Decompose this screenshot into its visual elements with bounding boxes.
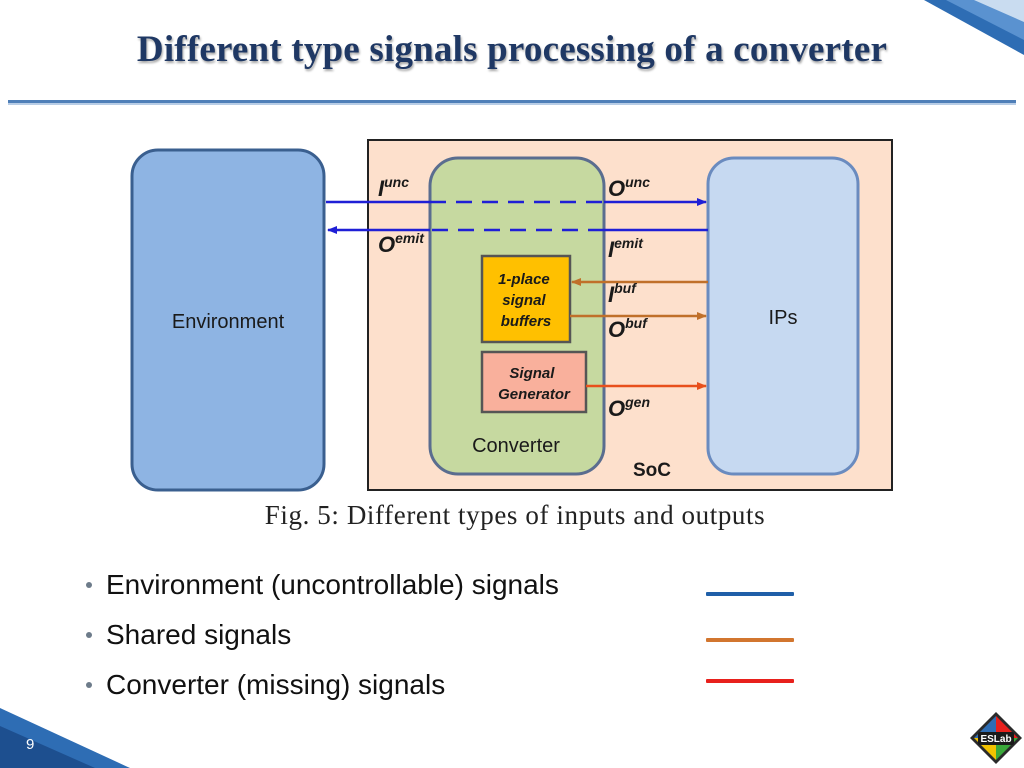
i-buf-label: Ibuf xyxy=(608,280,637,307)
i-unc-label: Iunc xyxy=(378,174,409,201)
i-emit-sup: emit xyxy=(614,235,644,251)
generator-label: Signal Generator xyxy=(498,365,571,403)
buffer-label-line-1: 1-place xyxy=(498,271,550,288)
bullet-text: Converter (missing) signals xyxy=(106,669,446,700)
buffer-label-line-2: signal xyxy=(502,292,546,309)
o-emit-base: O xyxy=(378,232,395,257)
bullet-text: Environment (uncontrollable) signals xyxy=(106,569,559,600)
generator-box xyxy=(480,350,588,414)
buffer-label: 1-place signal buffers xyxy=(498,271,554,330)
o-emit-label: Oemit xyxy=(378,230,425,257)
legend-line-environment xyxy=(706,592,794,596)
bullet-list: Environment (uncontrollable) signals Sha… xyxy=(86,564,559,714)
o-gen-label: Ogen xyxy=(608,394,650,421)
o-gen-base: O xyxy=(608,396,625,421)
o-buf-base: O xyxy=(608,317,625,342)
slide-title: Different type signals processing of a c… xyxy=(136,29,888,70)
figure-caption: Fig. 5: Different types of inputs and ou… xyxy=(264,500,766,530)
i-unc-base: I xyxy=(378,176,385,201)
legend-line-shared xyxy=(706,638,794,642)
bullet-item-converter: Converter (missing) signals xyxy=(86,664,559,714)
o-unc-label: Ounc xyxy=(608,174,650,201)
bullet-dot-icon xyxy=(86,631,92,638)
environment-signal-arrows xyxy=(326,198,708,234)
bullet-dot-icon xyxy=(86,681,92,688)
o-emit-sup: emit xyxy=(395,230,425,246)
bullet-dot-icon xyxy=(86,581,92,588)
i-emit-label: Iemit xyxy=(608,235,644,262)
buffer-label-line-3: buffers xyxy=(501,313,552,330)
ips-label: IPs xyxy=(769,307,798,329)
o-buf-sup: buf xyxy=(625,315,648,331)
shared-signal-arrows xyxy=(570,278,708,320)
soc-label: SoC xyxy=(633,460,671,481)
i-emit-base: I xyxy=(608,237,615,262)
i-buf-base: I xyxy=(608,282,615,307)
i-buf-sup: buf xyxy=(614,280,637,296)
bullet-item-environment: Environment (uncontrollable) signals xyxy=(86,564,559,614)
i-unc-sup: unc xyxy=(384,174,409,190)
eslab-logo: ESLab xyxy=(970,712,1022,764)
title-underline xyxy=(8,100,1016,105)
ips-box xyxy=(706,156,860,476)
buffer-box xyxy=(480,254,572,344)
environment-label: Environment xyxy=(172,311,285,333)
page-number: 9 xyxy=(26,736,35,753)
bullet-text: Shared signals xyxy=(106,619,292,650)
environment-box xyxy=(130,148,326,492)
logo-text: ESLab xyxy=(980,734,1011,745)
legend-line-converter xyxy=(706,679,794,683)
o-unc-sup: unc xyxy=(625,174,650,190)
bullet-item-shared: Shared signals xyxy=(86,614,559,664)
corner-decoration-bottom-left xyxy=(0,708,130,768)
corner-decoration-top-right xyxy=(924,0,1024,55)
o-unc-base: O xyxy=(608,176,625,201)
o-buf-label: Obuf xyxy=(608,315,648,342)
generator-label-line-2: Generator xyxy=(498,386,571,403)
o-gen-sup: gen xyxy=(624,394,650,410)
converter-label: Converter xyxy=(472,435,560,457)
generator-label-line-1: Signal xyxy=(509,365,555,382)
